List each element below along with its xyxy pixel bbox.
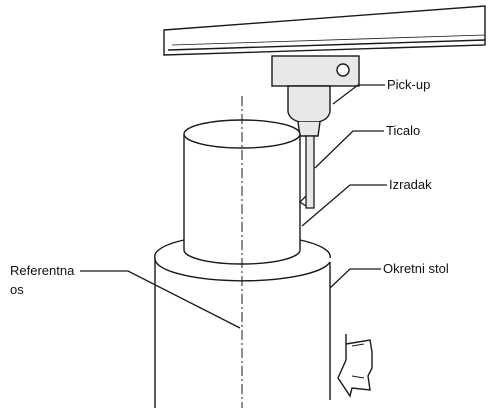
label-ticalo: Ticalo — [386, 123, 421, 138]
beam-top-face — [163, 5, 486, 56]
leader-ticalo — [314, 130, 384, 169]
label-okretni-stol: Okretni stol — [383, 261, 449, 276]
rotation-arrow-icon — [337, 334, 373, 398]
label-referentna: Referentna — [10, 263, 75, 278]
leader-pickup — [332, 84, 385, 105]
beam-edge-line-2 — [171, 34, 486, 46]
stylus — [298, 135, 315, 209]
label-os: os — [10, 282, 24, 297]
leader-lines — [80, 84, 387, 329]
label-pick-up: Pick-up — [387, 77, 431, 92]
leader-okretni-stol — [329, 268, 381, 289]
mount-hole — [336, 63, 350, 77]
leader-izradak — [301, 184, 387, 227]
leader-referentna-os — [80, 270, 241, 329]
beam-edge-line — [167, 39, 486, 51]
rotary-table-cylinder — [154, 239, 331, 408]
pickup-mount — [271, 55, 360, 87]
overhead-beam — [163, 5, 486, 56]
label-izradak: Izradak — [389, 177, 432, 192]
